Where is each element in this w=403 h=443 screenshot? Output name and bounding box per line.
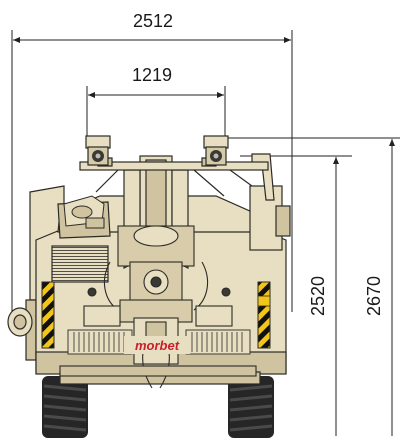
hazard-stripe-right [257,281,271,349]
work-light-right [203,135,229,166]
dimension-track-width [86,86,226,142]
height-high-label: 2670 [364,275,384,316]
hazard-stripe-left [41,281,55,349]
dimension-overall-width [11,30,293,312]
svg-text:morbet: morbet [135,338,180,353]
track-width-label: 1219 [132,65,173,85]
dimension-height-high [226,137,400,436]
work-light-left [85,135,111,166]
engine-housing [63,195,105,229]
height-low-label: 2520 [308,275,328,316]
wheel-right [228,376,274,438]
brand-logo: morbet [124,336,190,354]
coil-panel-left [67,329,133,355]
wheel-left [42,376,88,438]
hazard-label-right [257,295,271,307]
coil-panel-right [185,329,251,355]
axle-frame [59,287,257,377]
overall-width-label: 2512 [133,11,174,31]
